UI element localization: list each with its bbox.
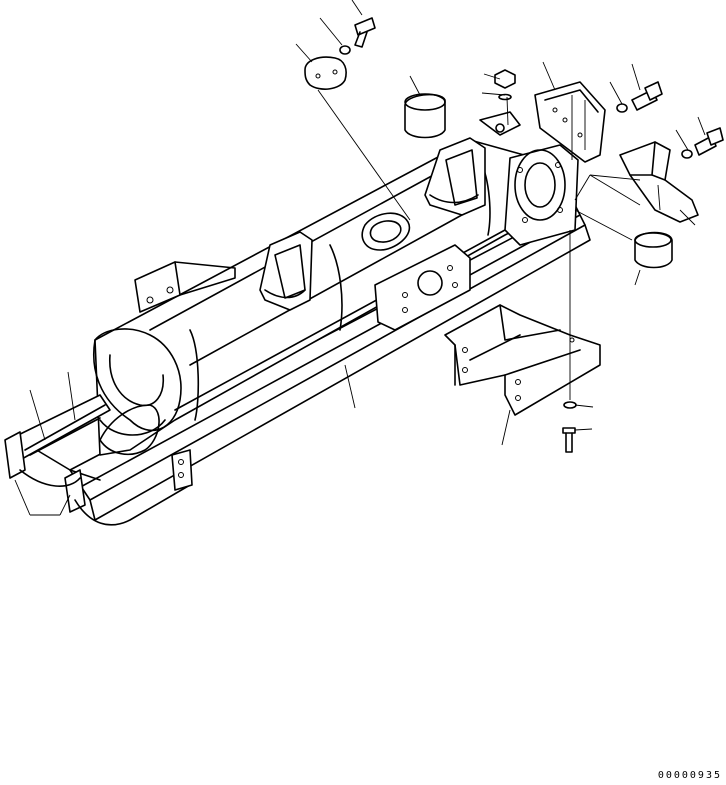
bushing: [404, 93, 446, 139]
nut: [494, 69, 516, 101]
guard-bracket-rear: [259, 231, 313, 311]
bolt-top: [339, 17, 376, 55]
bolt-bottom: [562, 401, 577, 453]
oval-seal: [361, 212, 411, 251]
bolt-right-2: [681, 127, 724, 159]
lower-support-bracket: [444, 304, 601, 416]
rear-bracket-plate: [534, 81, 606, 163]
small-bracket-left: [134, 261, 236, 313]
rear-yoke: [479, 111, 579, 246]
cap-cover: [304, 56, 347, 90]
center-mount-plate: [374, 244, 471, 331]
drawing-number: 00000935: [657, 770, 722, 781]
bolt-right-1: [616, 81, 663, 113]
leader-lines: [14, 0, 706, 516]
ring-bushing: [634, 231, 673, 269]
guard-bracket-front: [424, 137, 486, 216]
idler-guard: [619, 141, 699, 223]
